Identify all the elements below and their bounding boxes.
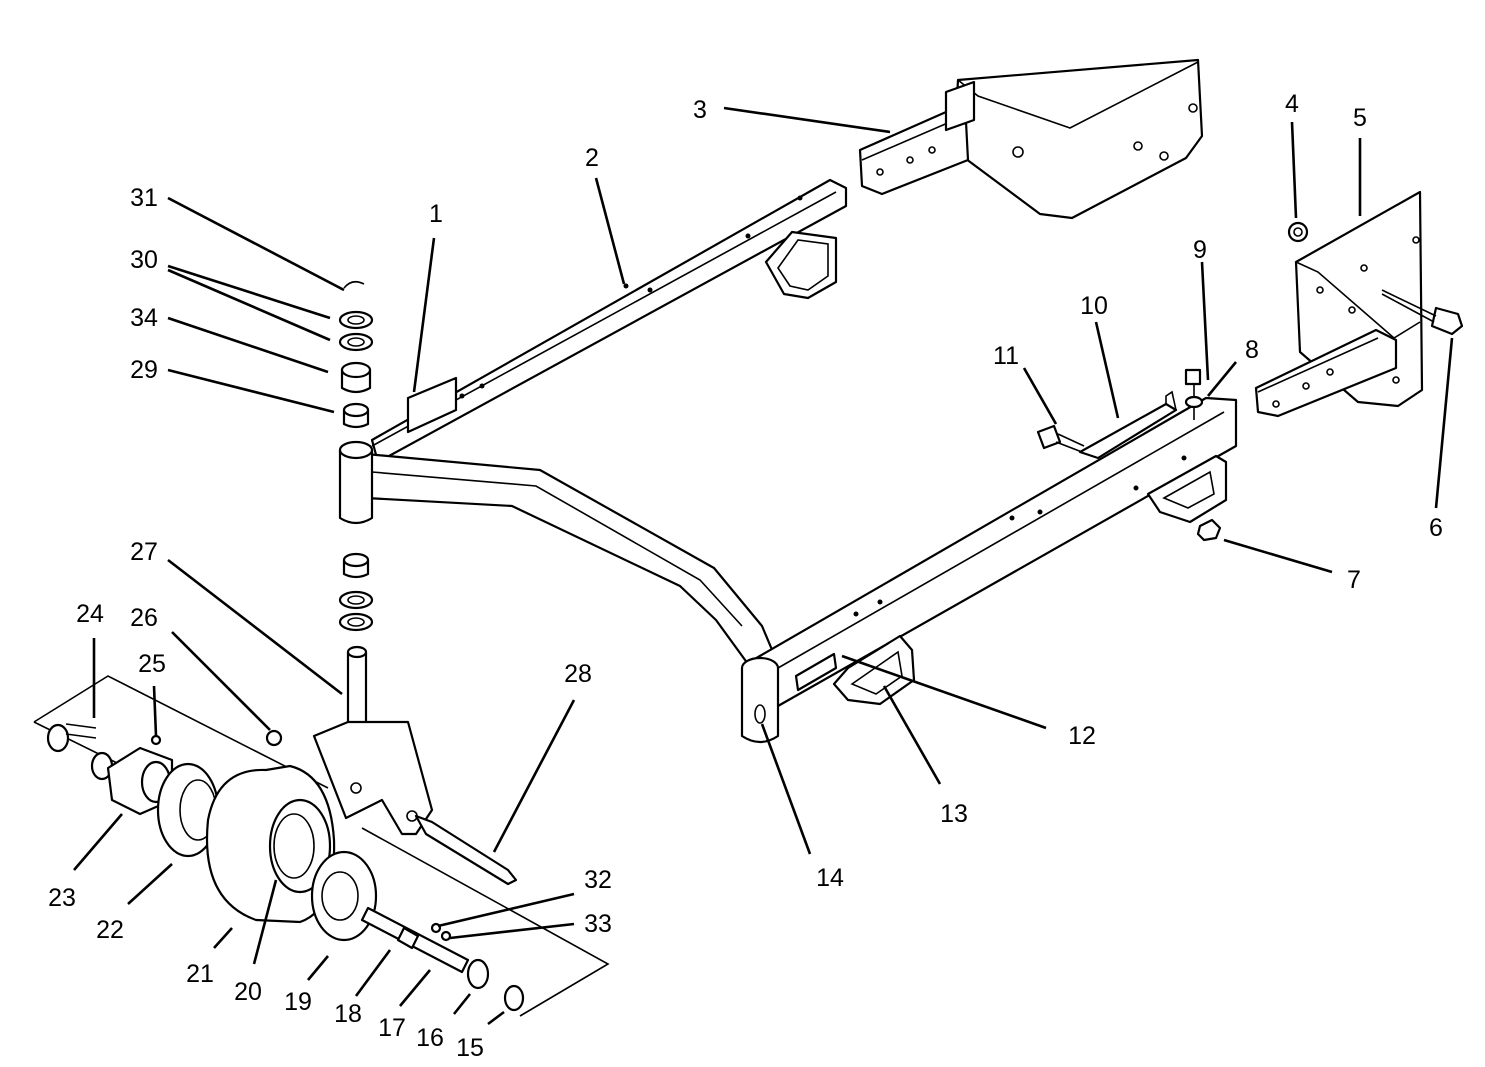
callout-14: 14	[816, 864, 844, 892]
callout-17: 17	[378, 1014, 406, 1042]
callout-4: 4	[1285, 90, 1299, 118]
leader-lines	[73, 106, 1454, 1026]
callout-22: 22	[96, 916, 124, 944]
main-frame	[364, 178, 1238, 744]
callout-29: 29	[130, 356, 158, 384]
callout-13: 13	[940, 800, 968, 828]
washer-4	[1287, 221, 1309, 243]
callout-11: 11	[993, 342, 1019, 370]
callout-9: 9	[1193, 236, 1207, 264]
callout-28: 28	[564, 660, 592, 688]
bolt-6	[1381, 289, 1464, 336]
bolt-9	[1184, 368, 1202, 420]
callout-19: 19	[284, 988, 312, 1016]
callout-10: 10	[1080, 292, 1108, 320]
callout-5: 5	[1353, 104, 1367, 132]
callout-3: 3	[693, 96, 707, 124]
callout-24: 24	[76, 600, 104, 628]
callout-12: 12	[1068, 722, 1096, 750]
callout-16: 16	[416, 1024, 444, 1052]
callout-26: 26	[130, 604, 158, 632]
callout-2: 2	[585, 144, 599, 172]
callout-27: 27	[130, 538, 158, 566]
callout-1: 1	[429, 200, 443, 228]
callout-32: 32	[584, 866, 612, 894]
callout-20: 20	[234, 978, 262, 1006]
bolt-11	[1036, 424, 1085, 453]
callout-34: 34	[130, 304, 158, 332]
callout-7: 7	[1347, 566, 1361, 594]
bracket-10	[1078, 390, 1178, 460]
callout-23: 23	[48, 884, 76, 912]
callout-33: 33	[584, 910, 612, 938]
callout-18: 18	[334, 1000, 362, 1028]
callout-8: 8	[1245, 336, 1259, 364]
callout-15: 15	[456, 1034, 484, 1062]
callout-21: 21	[186, 960, 214, 988]
nut-7	[1196, 518, 1222, 542]
mounting-plate-right	[1254, 190, 1424, 418]
callout-labels: 1 2 3 4 5 6 7 8 9 10 11 12 13 14 15 16 1…	[48, 90, 1443, 1062]
spindle-stack	[312, 280, 434, 836]
mounting-plate-left	[858, 58, 1204, 220]
washer-8	[1184, 395, 1204, 409]
callout-6: 6	[1429, 514, 1443, 542]
wheel-assembly	[46, 723, 525, 1012]
callout-30: 30	[130, 246, 158, 274]
callout-25: 25	[138, 650, 166, 678]
callout-31: 31	[130, 184, 158, 212]
